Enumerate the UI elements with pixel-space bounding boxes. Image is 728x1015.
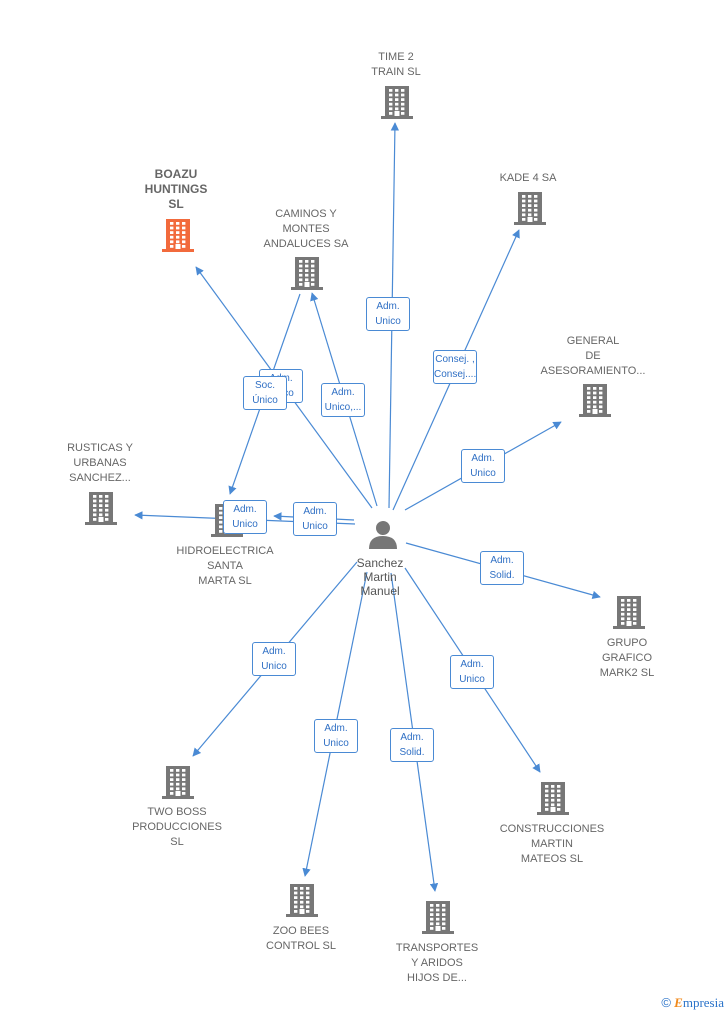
company-label-transportes[interactable]: TRANSPORTES Y ARIDOS HIJOS DE... (395, 942, 479, 984)
company-label-time2[interactable]: TIME 2 TRAIN SL (371, 51, 421, 78)
building-icon-twoboss[interactable] (162, 766, 194, 799)
building-icon-construcciones[interactable] (537, 782, 569, 815)
company-label-zoobees[interactable]: ZOO BEES CONTROL SL (266, 925, 336, 952)
watermark: © Empresia (661, 995, 724, 1011)
edge-label-hidro[interactable]: Adm. Unico (293, 502, 337, 536)
company-label-grupo[interactable]: GRUPO GRAFICO MARK2 SL (599, 637, 655, 679)
building-icon-kade4[interactable] (514, 192, 546, 225)
building-icon-general[interactable] (579, 384, 611, 417)
building-icon-transportes[interactable] (422, 901, 454, 934)
company-label-construcciones[interactable]: CONSTRUCCIONES MARTIN MATEOS SL (499, 823, 605, 865)
company-label-hidro[interactable]: HIDROELECTRICA SANTA MARTA SL (176, 545, 274, 587)
edge-label-transportes[interactable]: Adm. Solid. (390, 728, 434, 762)
company-label-caminos[interactable]: CAMINOS Y MONTES ANDALUCES SA (263, 208, 349, 250)
building-icon-grupo[interactable] (613, 596, 645, 629)
brand-initial: E (674, 995, 683, 1010)
person-icon[interactable] (369, 521, 397, 549)
edge-label-hidro[interactable]: Soc. Único (243, 376, 287, 410)
edge-label-grupo[interactable]: Adm. Solid. (480, 551, 524, 585)
brand-name: mpresia (682, 995, 724, 1010)
building-icon-time2[interactable] (381, 86, 413, 119)
edge-label-caminos[interactable]: Adm. Unico,... (321, 383, 365, 417)
company-label-twoboss[interactable]: TWO BOSS PRODUCCIONES SL (132, 806, 222, 848)
building-icon-boazu[interactable] (162, 219, 194, 252)
edge-label-twoboss[interactable]: Adm. Unico (252, 642, 296, 676)
company-label-rusticas[interactable]: RUSTICAS Y URBANAS SANCHEZ... (67, 442, 133, 484)
edge-label-zoobees[interactable]: Adm. Unico (314, 719, 358, 753)
building-icon-caminos[interactable] (291, 257, 323, 290)
company-label-boazu[interactable]: BOAZU HUNTINGS SL (144, 167, 208, 211)
edge-label-kade4[interactable]: Consej. , Consej.... (433, 350, 477, 384)
company-label-general[interactable]: GENERAL DE ASESORAMIENTO... (540, 335, 646, 377)
company-label-kade4[interactable]: KADE 4 SA (499, 172, 557, 184)
edge-label-general[interactable]: Adm. Unico (461, 449, 505, 483)
building-icon-rusticas[interactable] (85, 492, 117, 525)
center-person-label[interactable]: Sanchez Martin Manuel (356, 556, 404, 598)
edge-label-construcciones[interactable]: Adm. Unico (450, 655, 494, 689)
building-icon-zoobees[interactable] (286, 884, 318, 917)
edge-label-rusticas[interactable]: Adm. Unico (223, 500, 267, 534)
edge-label-time2[interactable]: Adm. Unico (366, 297, 410, 331)
copyright-icon: © (661, 995, 671, 1010)
